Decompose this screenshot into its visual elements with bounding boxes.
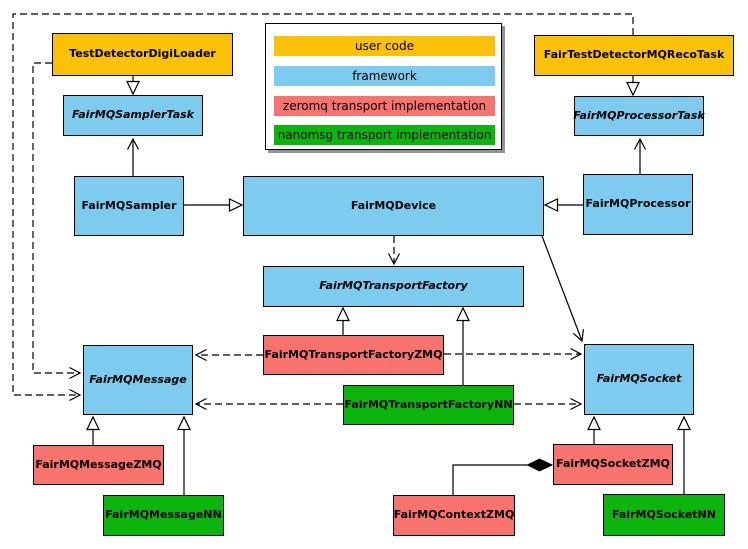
- node-fairmq-processor: FairMQProcessor: [583, 174, 693, 235]
- edge-device-uses-socket: [541, 235, 584, 343]
- legend-item-zeromq: zeromq transport implementation: [274, 96, 495, 116]
- node-fairmq-processor-task: FairMQProcessorTask: [573, 96, 705, 136]
- node-fairmq-sampler: FairMQSampler: [74, 176, 184, 236]
- node-fairmq-context-zmq: FairMQContextZMQ: [393, 495, 515, 536]
- node-fairmq-message-nn: FairMQMessageNN: [103, 495, 224, 536]
- node-fairmq-transport-factory-zmq: FairMQTransportFactoryZMQ: [263, 335, 444, 375]
- node-test-detector-digi-loader: TestDetectorDigiLoader: [52, 33, 233, 76]
- node-fairmq-socket-nn: FairMQSocketNN: [603, 494, 725, 536]
- edge-socketzmq-composes-contextzmq: [452, 465, 552, 495]
- node-fairmq-sampler-task: FairMQSamplerTask: [63, 95, 203, 136]
- legend: user code framework zeromq transport imp…: [265, 23, 502, 150]
- node-fairmq-socket: FairMQSocket: [584, 344, 694, 415]
- legend-item-user-code: user code: [274, 36, 495, 56]
- legend-item-framework: framework: [274, 66, 495, 86]
- legend-item-nanomsg: nanomsg transport implementation: [274, 125, 495, 145]
- node-fairmq-message: FairMQMessage: [83, 345, 193, 415]
- node-fairmq-socket-zmq: FairMQSocketZMQ: [553, 444, 673, 485]
- node-fairmq-transport-factory-nn: FairMQTransportFactoryNN: [343, 385, 514, 425]
- node-fair-test-detector-mq-reco-task: FairTestDetectorMQRecoTask: [534, 35, 734, 76]
- node-fairmq-transport-factory: FairMQTransportFactory: [263, 266, 524, 307]
- node-fairmq-device: FairMQDevice: [243, 176, 544, 236]
- node-fairmq-message-zmq: FairMQMessageZMQ: [33, 445, 164, 485]
